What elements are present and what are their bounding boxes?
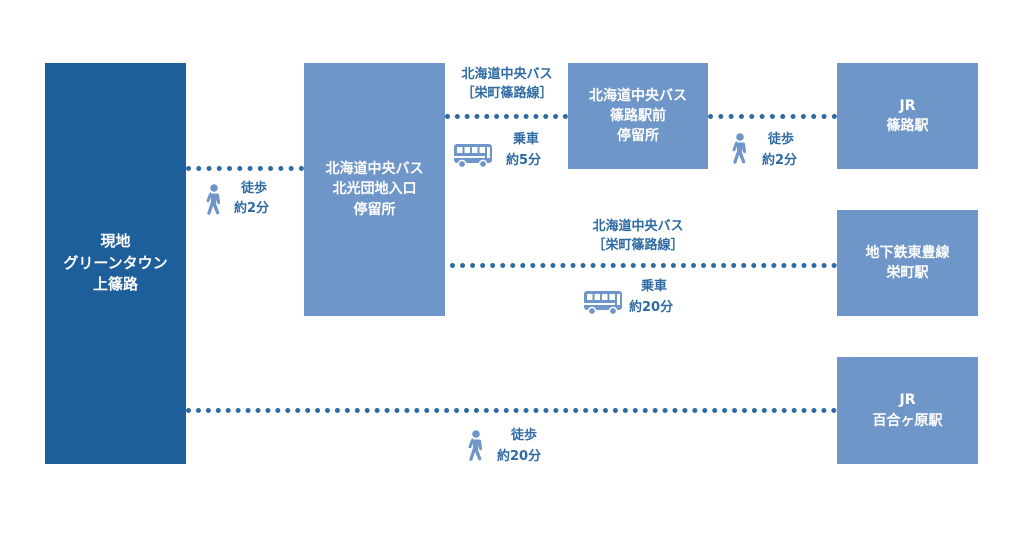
walk-yurigahara-mode: 徒歩 <box>511 428 538 443</box>
walk-yurigahara-time: 約20分 <box>497 449 542 464</box>
walk-line-to-yurigahara <box>186 408 837 413</box>
bus-stop-shinoro-label: 北海道中央バス 篠路駅前 停留所 <box>589 87 687 145</box>
bus-sakaemachi-mode: 乗車 <box>641 279 668 294</box>
walk-icon <box>730 133 750 165</box>
jr-yurigahara-label: JR 百合ヶ原駅 <box>872 392 943 429</box>
bus-icon <box>453 143 493 169</box>
jr-yurigahara-box: JR 百合ヶ原駅 <box>837 357 978 464</box>
origin-label: 現地 グリーンタウン 上篠路 <box>63 231 168 294</box>
sakaemachi-box: 地下鉄東豊線 栄町駅 <box>837 210 978 316</box>
walk-jr-shinoro-mode: 徒歩 <box>768 132 795 147</box>
bus-line-to-sakaemachi <box>450 263 837 268</box>
bus-shinoro-time: 約5分 <box>506 153 542 168</box>
bus-shinoro-line-name: 北海道中央バス ［栄町篠路線］ <box>461 67 553 101</box>
bus-sakaemachi-line-name: 北海道中央バス ［栄町篠路線］ <box>592 219 684 253</box>
origin-box: 現地 グリーンタウン 上篠路 <box>45 63 186 464</box>
bus-stop-kitako-label: 北海道中央バス 北光団地入口 停留所 <box>325 161 424 218</box>
jr-shinoro-label: JR 篠路駅 <box>886 97 929 134</box>
walk-line-to-kitako <box>186 166 304 171</box>
walk-kitako-mode: 徒歩 <box>241 181 268 196</box>
sakaemachi-label: 地下鉄東豊線 栄町駅 <box>865 244 950 281</box>
walk-icon <box>466 430 486 462</box>
bus-stop-shinoro-box: 北海道中央バス 篠路駅前 停留所 <box>568 63 708 169</box>
walk-icon <box>204 184 224 216</box>
bus-stop-kitako-box: 北海道中央バス 北光団地入口 停留所 <box>304 63 445 316</box>
walk-jr-shinoro-time: 約2分 <box>762 153 798 168</box>
jr-shinoro-box: JR 篠路駅 <box>837 63 978 169</box>
bus-sakaemachi-time: 約20分 <box>629 300 674 315</box>
walk-kitako-time: 約2分 <box>234 201 270 216</box>
walk-line-to-jr-shinoro <box>708 114 837 119</box>
bus-icon <box>583 290 623 316</box>
bus-shinoro-mode: 乗車 <box>513 132 540 147</box>
bus-line-to-shinoro <box>445 114 568 119</box>
